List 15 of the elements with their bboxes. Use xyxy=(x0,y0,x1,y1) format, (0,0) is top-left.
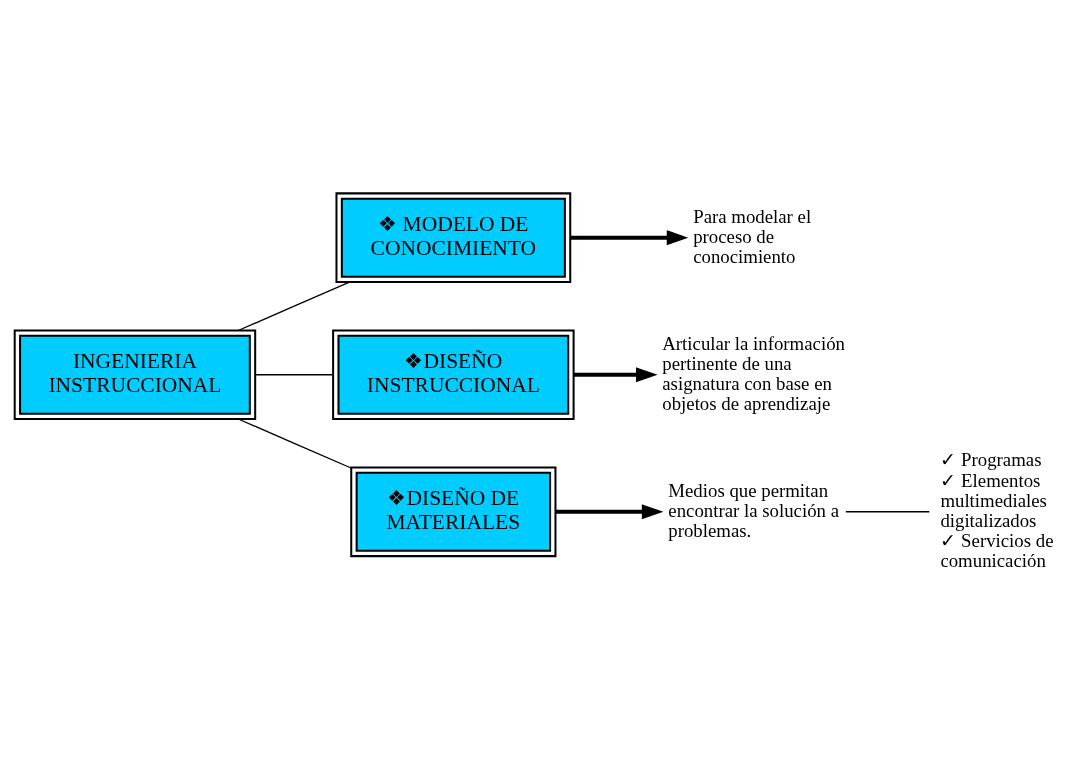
connector xyxy=(254,374,334,376)
node-text: ✓ Programas ✓ Elementos multimediales digitalizados ✓ Servicios de comunicación xyxy=(940,449,1054,572)
node-text: Para modelar el proceso de conocimiento xyxy=(693,205,812,267)
node-box: ❖DISEÑO INSTRUCCIONAL xyxy=(332,329,575,421)
node-box: ❖ MODELO DE CONOCIMIENTO xyxy=(335,192,572,284)
node-text: Articular la información pertinente de una asignatura con base en objetos de aprendizaje xyxy=(662,332,845,414)
connector xyxy=(238,418,352,469)
arrow xyxy=(573,367,658,383)
arrow xyxy=(555,504,664,520)
connector xyxy=(238,281,351,331)
arrow xyxy=(570,230,689,246)
node-box: ❖DISEÑO DE MATERIALES xyxy=(350,466,557,558)
node-box: INGENIERIA INSTRUCCIONAL xyxy=(13,329,257,421)
node-text: Medios que permitan encontrar la solución a problemas. xyxy=(668,479,839,541)
connector xyxy=(845,511,930,513)
